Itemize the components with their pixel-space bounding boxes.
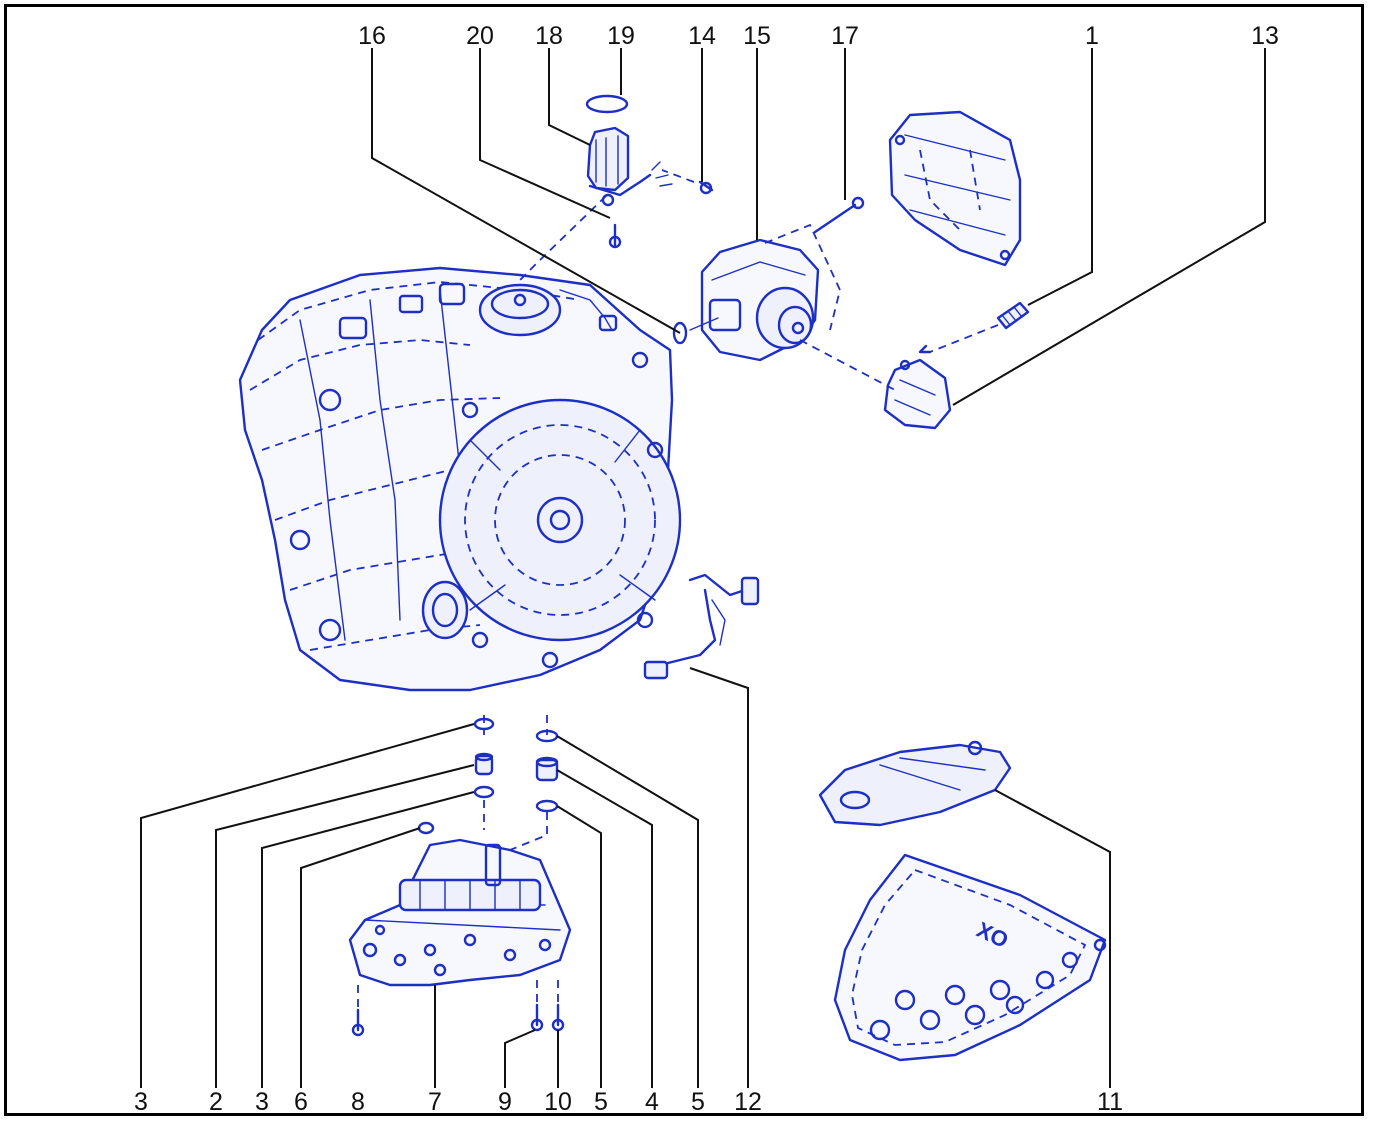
callout-5-right: 5 — [691, 1088, 705, 1116]
valve-body-parts — [348, 715, 572, 1037]
callout-14: 14 — [688, 22, 716, 50]
callout-3-left: 3 — [134, 1088, 148, 1116]
oil-filter — [818, 740, 1012, 827]
callout-3-right: 3 — [255, 1088, 269, 1116]
bolt-1 — [918, 301, 1030, 354]
callout-7: 7 — [428, 1088, 442, 1116]
callouts-bottom: 3 2 3 6 8 7 9 10 5 4 5 12 11 — [134, 1088, 1123, 1116]
callout-11: 11 — [1097, 1088, 1123, 1116]
transmission-control-unit — [888, 110, 1022, 267]
callout-5-left: 5 — [594, 1088, 608, 1116]
callout-17: 17 — [831, 22, 859, 50]
callout-18: 18 — [535, 22, 563, 50]
callout-15: 15 — [743, 22, 771, 50]
wiring-harness — [643, 573, 760, 680]
callout-2: 2 — [209, 1088, 223, 1116]
diagram-frame — [4, 4, 1364, 1116]
callout-20: 20 — [466, 22, 494, 50]
callouts-top: 16 20 18 19 14 15 17 1 13 — [358, 22, 1279, 50]
callout-16: 16 — [358, 22, 386, 50]
callout-13: 13 — [1251, 22, 1279, 50]
callout-9: 9 — [498, 1088, 512, 1116]
callout-4: 4 — [645, 1088, 659, 1116]
callout-1: 1 — [1085, 22, 1099, 50]
callout-6: 6 — [294, 1088, 308, 1116]
callout-10: 10 — [544, 1088, 572, 1116]
shift-actuator — [689, 196, 865, 362]
callout-8: 8 — [351, 1088, 365, 1116]
oil-pan: XO — [833, 853, 1107, 1062]
transmission-housing — [238, 266, 688, 692]
callout-12: 12 — [734, 1088, 762, 1116]
bracket-13 — [799, 339, 952, 430]
position-sensor — [519, 94, 714, 281]
callout-19: 19 — [607, 22, 635, 50]
leader-lines — [140, 48, 1266, 1088]
